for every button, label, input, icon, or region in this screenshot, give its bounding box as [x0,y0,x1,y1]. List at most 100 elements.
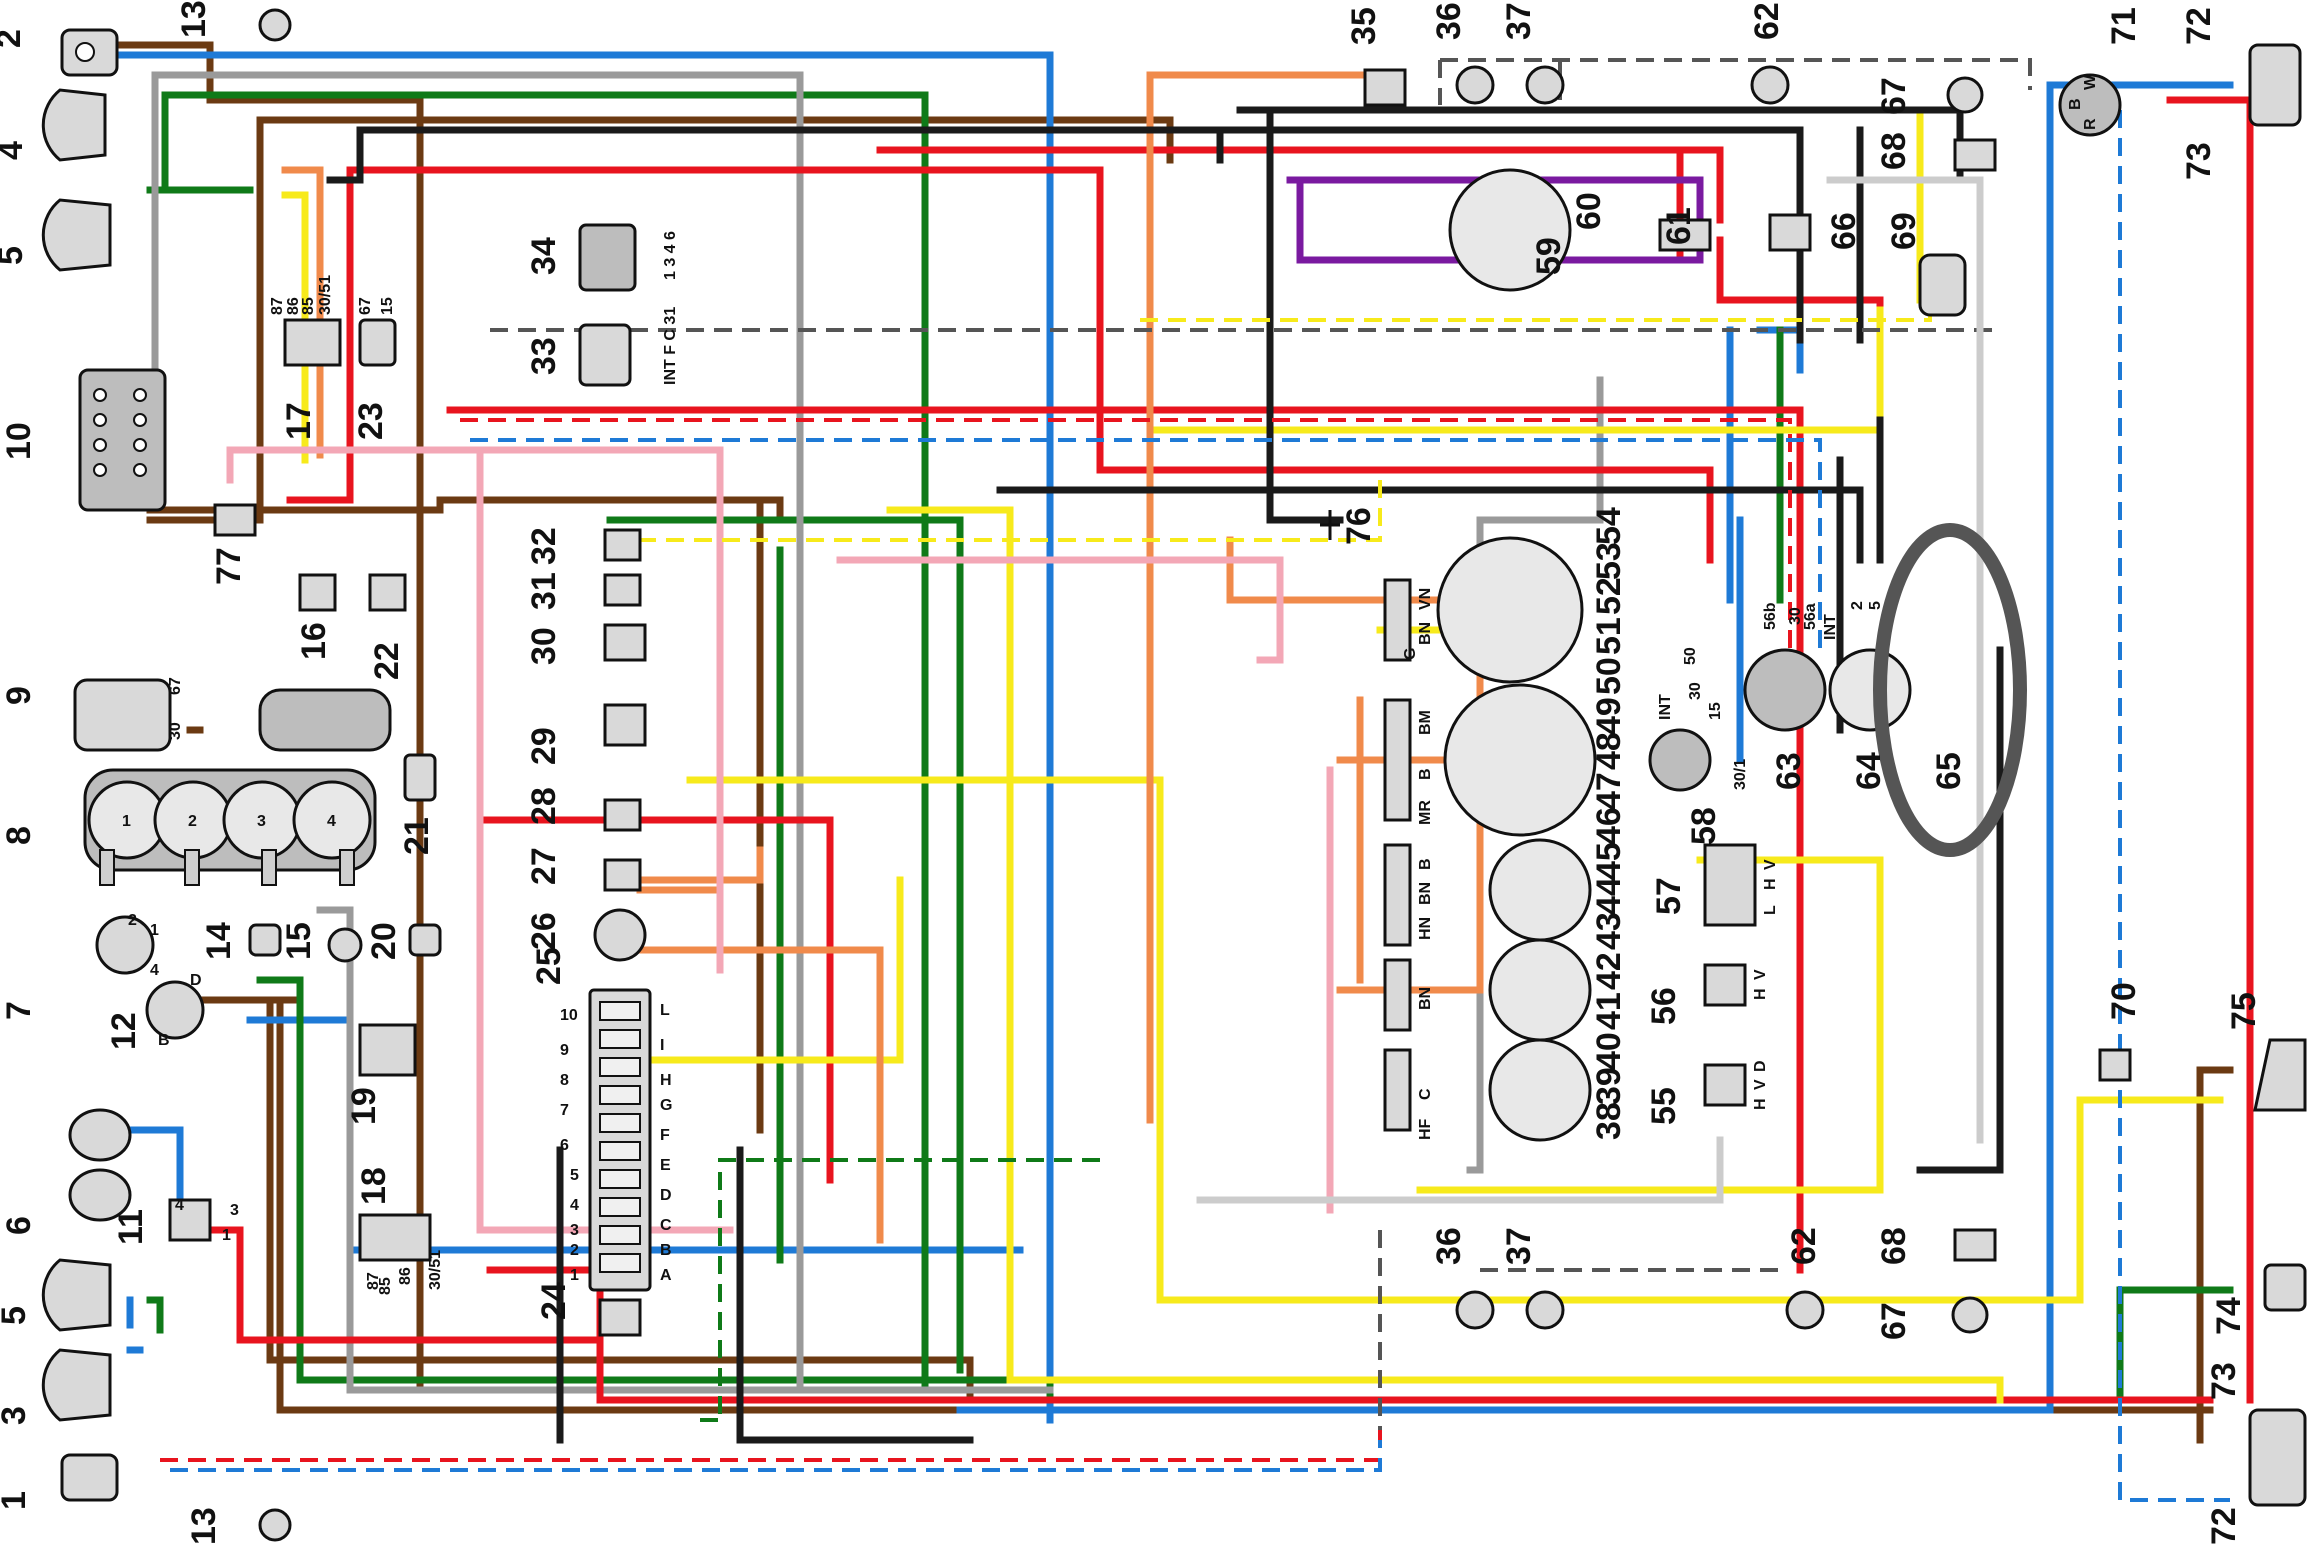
diagram-shape [93,413,107,427]
pin-label: 10 [560,1007,578,1024]
starter-22 [258,688,392,752]
label-77: 77 [210,547,248,585]
components: 1 2 3 4 [41,8,2307,1542]
wire-violet [1286,176,1704,264]
meter-71 [2058,73,2122,137]
pin-label: E [660,1157,671,1174]
pin-label: B [2067,98,2084,110]
gauge-59-60 [1448,168,1572,292]
pin-label: INT [1657,694,1674,720]
label-13-top: 13 [175,0,213,38]
switch-29 [603,703,647,747]
label-12: 12 [105,1012,143,1050]
label-5-bottom: 5 [0,1306,33,1325]
label-15: 15 [280,922,318,960]
pin-label: 9 [560,1042,569,1059]
label-56: 56 [1645,987,1683,1025]
pin-label: HN [1417,917,1434,940]
label-8: 8 [0,826,38,845]
headlamp-3 [41,1348,112,1422]
label-66: 66 [1825,212,1863,250]
relay-16b [368,573,407,612]
pin-label: 3 [230,1202,239,1219]
gauge-51-54 [1436,536,1584,684]
spark-plug-4 [339,849,355,886]
pin-label: B [660,1242,672,1259]
diagram-shape [93,438,107,452]
label-36-top: 36 [1430,2,1468,40]
pin-label: D [190,972,202,989]
label-16: 16 [295,622,333,660]
pin-label: G [1402,648,1419,660]
group [599,1001,641,1273]
pin-label: 15 [379,297,396,315]
pin-label: 2 [1849,601,1866,610]
switch-24 [598,1298,642,1337]
label-74: 74 [2210,1297,2248,1335]
pin-label: 30/1 [1732,759,1749,790]
wire-brown [146,496,784,1134]
label-59: 59 [1530,237,1568,275]
pin-label: BN [1417,882,1434,905]
label-30: 30 [525,627,563,665]
pin-label: 1 [570,1267,579,1284]
diagram-shape [133,413,147,427]
label-36-bottom: 36 [1430,1227,1468,1265]
connector-e [1383,1048,1412,1132]
diagram-shape [599,1029,641,1049]
pin-label: V [1762,859,1779,870]
switch-32 [603,528,642,562]
label-14: 14 [200,922,238,960]
spark-plug-3 [261,849,277,886]
horn-6b [68,1168,132,1222]
lamp-74 [2263,1263,2307,1312]
pin-label: 4 [175,1197,184,1214]
label-47: 47 [1590,772,1628,810]
label-62-bottom: 62 [1785,1227,1823,1265]
spark-plug-2 [184,849,200,886]
wire-yellow [281,191,2004,1404]
pin-label: 30/51 [427,1250,444,1290]
bulb-icon [75,42,95,62]
diagram-shape [133,463,147,477]
group [87,780,372,860]
pin-label: 6 [560,1137,569,1154]
taillamp-72-top [2248,43,2302,127]
pin-label: L [1762,905,1779,915]
relay-16a [298,573,337,612]
pin-label: 4 [570,1197,579,1214]
label-43: 43 [1590,912,1628,950]
label-6: 6 [0,1216,38,1235]
gauge-34 [578,223,637,292]
label-54: 54 [1590,507,1628,545]
coil-21 [403,753,437,802]
pin-label: B [158,1032,170,1049]
pin-label: B [1417,858,1434,870]
label-67-bottom: 67 [1875,1302,1913,1340]
pin-label: 4 [150,962,159,979]
switch-55 [1703,1063,1747,1107]
lamp-37-top [1525,65,1565,105]
label-31: 31 [525,572,563,610]
lamp-26 [593,908,647,962]
junction-77 [213,503,257,537]
label-25: 25 [530,947,568,985]
label-13-bottom: 13 [185,1507,223,1545]
label-33: 33 [525,337,563,375]
pin-label: 30 [167,722,184,740]
pin-label: 85 [377,1277,394,1295]
wire-yellow-dash [610,300,1932,542]
label-41: 41 [1590,992,1628,1030]
pin-label: 67 [357,297,374,315]
label-76: 76 [1340,507,1378,545]
label-27: 27 [525,847,563,885]
pin-label: HF [1417,1118,1434,1140]
label-55: 55 [1645,1087,1683,1125]
label-51: 51 [1590,617,1628,655]
label-69: 69 [1885,212,1923,250]
lamp-36-top [1455,65,1495,105]
group [93,388,147,477]
pin-label: H [1752,1098,1769,1110]
pin-label: W [2082,74,2099,90]
pin-label: H [1752,988,1769,1000]
